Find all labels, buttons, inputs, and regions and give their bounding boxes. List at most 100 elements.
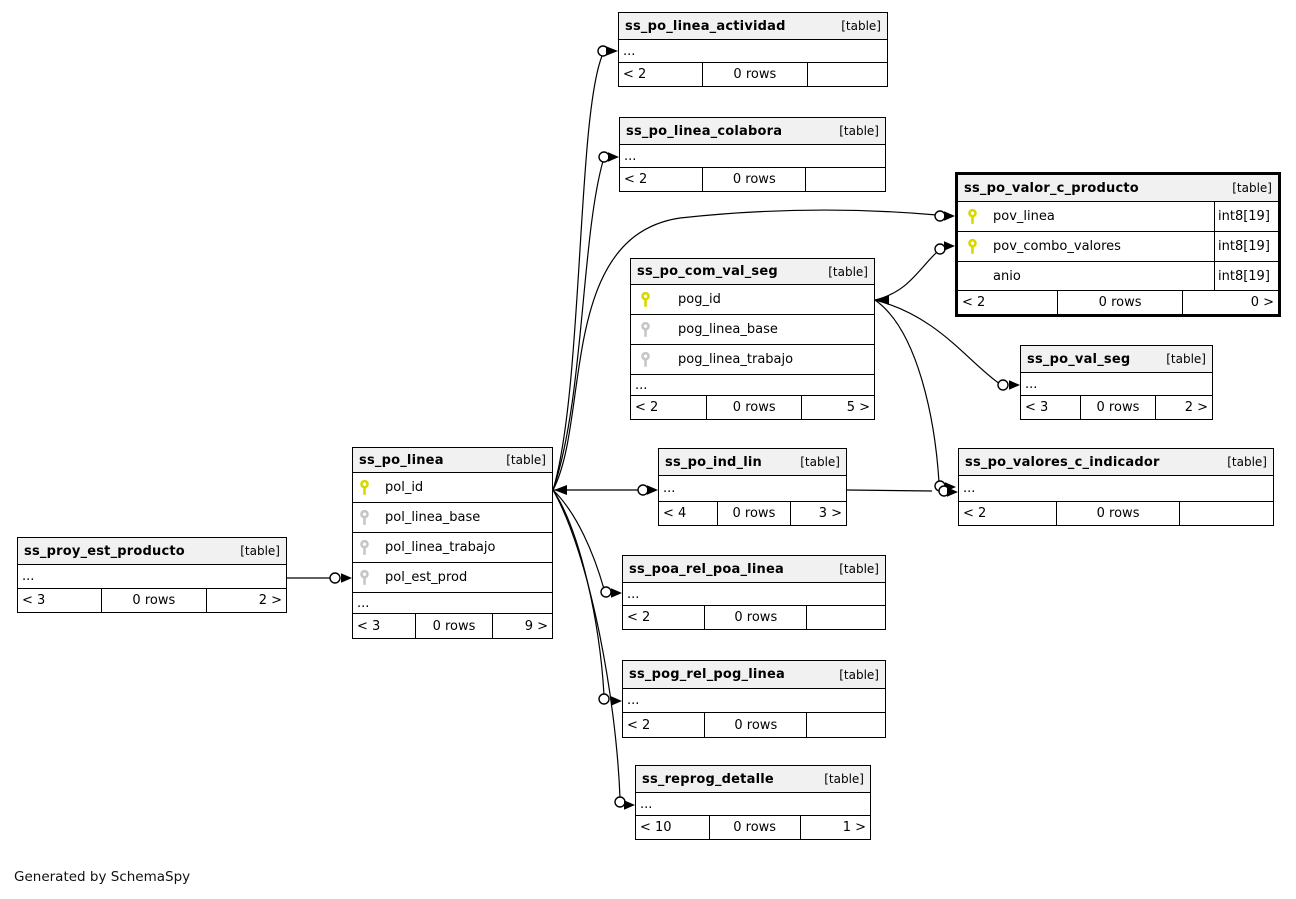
column-name: anio xyxy=(993,268,1021,284)
generated-by-credit: Generated by SchemaSpy xyxy=(14,869,191,885)
foreign-key-icon xyxy=(359,509,375,526)
table-ss_po_linea[interactable]: ss_po_linea [table] pol_id pol_linea_bas… xyxy=(352,447,553,639)
column-row: pog_linea_base xyxy=(631,315,874,345)
column-row: pog_linea_trabajo xyxy=(631,345,874,375)
table-type-tag: [table] xyxy=(839,562,879,576)
fk-in-count: < 2 xyxy=(624,172,648,187)
table-name: ss_reprog_detalle xyxy=(642,771,774,787)
table-stats: < 3 0 rows 2 > xyxy=(18,589,286,612)
primary-key-icon xyxy=(967,238,983,255)
hidden-columns-ellipsis: ... xyxy=(620,145,885,168)
hidden-columns-ellipsis: ... xyxy=(18,565,286,589)
column-name: pol_id xyxy=(385,480,424,495)
table-header: ss_po_com_val_seg [table] xyxy=(631,259,874,285)
fk-out-count: 2 > xyxy=(1154,396,1212,419)
fk-out-count: 0 > xyxy=(1181,291,1278,314)
hidden-columns-ellipsis: ... xyxy=(659,476,846,502)
table-stats: < 3 0 rows 9 > xyxy=(353,614,552,638)
hidden-columns-ellipsis: ... xyxy=(636,793,870,816)
table-stats: < 2 0 rows 5 > xyxy=(631,396,874,419)
table-type-tag: [table] xyxy=(824,772,864,786)
column-row: pol_id xyxy=(353,473,552,503)
table-name: ss_po_linea xyxy=(359,452,444,468)
table-name: ss_po_valores_c_indicador xyxy=(965,454,1160,470)
table-name: ss_po_valor_c_producto xyxy=(964,180,1139,196)
column-row: pov_linea int8[19] xyxy=(958,202,1278,232)
fk-out-count: 3 > xyxy=(789,502,846,525)
table-stats: < 2 0 rows 0 > xyxy=(958,291,1278,314)
table-ss_po_linea_actividad[interactable]: ss_po_linea_actividad [table] ... < 2 0 … xyxy=(618,12,888,87)
fk-in-count: < 3 xyxy=(1025,400,1049,415)
table-ss_poa_rel_poa_linea[interactable]: ss_poa_rel_poa_linea [table] ... < 2 0 r… xyxy=(622,555,886,630)
fk-out-count: 9 > xyxy=(492,614,552,638)
table-stats: < 2 0 rows xyxy=(959,502,1273,525)
table-name: ss_po_val_seg xyxy=(1027,351,1131,367)
table-header: ss_proy_est_producto [table] xyxy=(18,538,286,565)
row-count: 0 rows xyxy=(101,589,206,612)
table-stats: < 2 0 rows xyxy=(623,713,885,737)
table-name: ss_poa_rel_poa_linea xyxy=(629,561,784,577)
table-name: ss_proy_est_producto xyxy=(24,543,185,559)
fk-out-count xyxy=(806,606,885,629)
fk-in-count: < 4 xyxy=(663,506,687,521)
column-row: pog_id xyxy=(631,285,874,315)
table-stats: < 10 0 rows 1 > xyxy=(636,816,870,839)
table-stats: < 3 0 rows 2 > xyxy=(1021,396,1212,419)
fk-out-count: 5 > xyxy=(801,396,874,419)
fk-in-count: < 10 xyxy=(640,820,672,835)
table-header: ss_po_linea_actividad [table] xyxy=(619,13,887,40)
table-type-tag: [table] xyxy=(839,124,879,138)
table-ss_po_valores_c_indicador[interactable]: ss_po_valores_c_indicador [table] ... < … xyxy=(958,448,1274,526)
fk-in-count: < 2 xyxy=(962,295,986,310)
table-ss_po_valor_c_producto[interactable]: ss_po_valor_c_producto [table] pov_linea… xyxy=(955,172,1281,317)
table-ss_po_val_seg[interactable]: ss_po_val_seg [table] ... < 3 0 rows 2 > xyxy=(1020,345,1213,420)
fk-out-count: 2 > xyxy=(205,589,286,612)
column-name: pol_linea_trabajo xyxy=(385,540,496,555)
fk-in-count: < 3 xyxy=(22,593,46,608)
fk-out-count xyxy=(805,168,885,191)
table-name: ss_po_linea_colabora xyxy=(626,123,783,139)
column-row: pov_combo_valores int8[19] xyxy=(958,232,1278,262)
row-count: 0 rows xyxy=(708,816,800,839)
row-count: 0 rows xyxy=(706,396,801,419)
hidden-columns-ellipsis: ... xyxy=(623,689,885,713)
primary-key-icon xyxy=(967,208,983,225)
column-row: pol_linea_base xyxy=(353,503,552,533)
table-name: ss_po_ind_lin xyxy=(665,454,762,470)
hidden-columns-ellipsis: ... xyxy=(353,593,552,614)
column-type: int8[19] xyxy=(1214,232,1278,261)
fk-out-count: 1 > xyxy=(799,816,870,839)
table-type-tag: [table] xyxy=(240,544,280,558)
table-type-tag: [table] xyxy=(1166,352,1206,366)
primary-key-icon xyxy=(359,479,375,496)
column-name: pol_linea_base xyxy=(385,510,481,525)
column-name: pol_est_prod xyxy=(385,570,468,585)
table-name: ss_po_linea_actividad xyxy=(625,18,786,34)
row-count: 0 rows xyxy=(1057,291,1182,314)
hidden-columns-ellipsis: ... xyxy=(1021,373,1212,396)
foreign-key-icon xyxy=(359,539,375,556)
foreign-key-icon xyxy=(359,569,375,586)
table-header: ss_poa_rel_poa_linea [table] xyxy=(623,556,885,583)
table-type-tag: [table] xyxy=(841,19,881,33)
row-count: 0 rows xyxy=(702,168,805,191)
hidden-columns-ellipsis: ... xyxy=(631,375,874,396)
table-type-tag: [table] xyxy=(1227,455,1267,469)
table-ss_pog_rel_pog_linea[interactable]: ss_pog_rel_pog_linea [table] ... < 2 0 r… xyxy=(622,660,886,738)
column-row: pol_est_prod xyxy=(353,563,552,593)
fk-in-count: < 2 xyxy=(623,67,647,82)
table-ss_reprog_detalle[interactable]: ss_reprog_detalle [table] ... < 10 0 row… xyxy=(635,765,871,840)
column-type: int8[19] xyxy=(1214,262,1278,290)
table-ss_po_com_val_seg[interactable]: ss_po_com_val_seg [table] pog_id pog_lin… xyxy=(630,258,875,420)
table-ss_proy_est_producto[interactable]: ss_proy_est_producto [table] ... < 3 0 r… xyxy=(17,537,287,613)
table-ss_po_linea_colabora[interactable]: ss_po_linea_colabora [table] ... < 2 0 r… xyxy=(619,117,886,192)
table-type-tag: [table] xyxy=(800,455,840,469)
table-type-tag: [table] xyxy=(1232,181,1272,195)
fk-out-count xyxy=(806,63,887,86)
fk-in-count: < 2 xyxy=(627,610,651,625)
table-name: ss_pog_rel_pog_linea xyxy=(629,667,786,682)
row-count: 0 rows xyxy=(704,713,806,737)
table-ss_po_ind_lin[interactable]: ss_po_ind_lin [table] ... < 4 0 rows 3 > xyxy=(658,448,847,526)
hidden-columns-ellipsis: ... xyxy=(623,583,885,606)
